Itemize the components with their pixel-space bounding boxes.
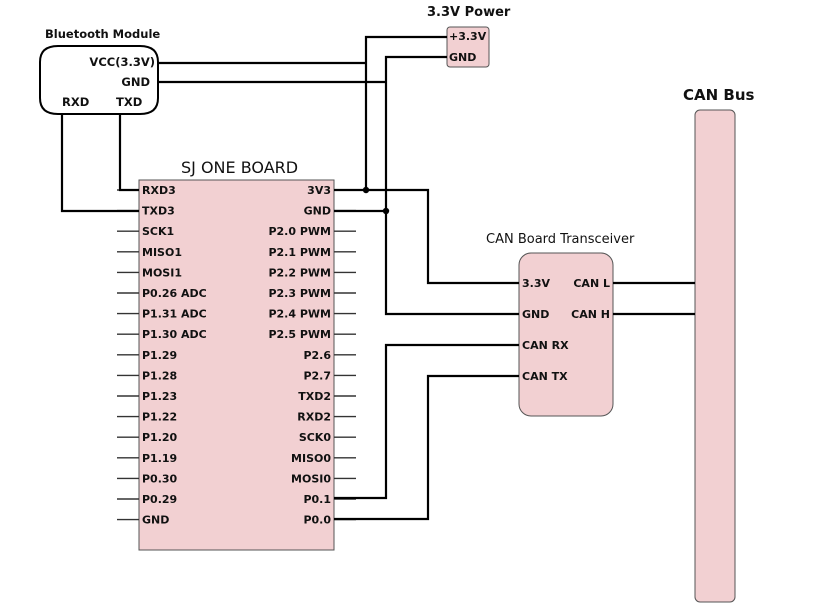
bluetooth-pin-rxd: RXD bbox=[62, 95, 89, 109]
sjone-right-pin-p0-1: P0.1 bbox=[303, 493, 331, 506]
wire-p00-cantx bbox=[334, 374, 519, 521]
sjone-right-pin-rxd2: RXD2 bbox=[297, 411, 331, 424]
sjone-left-pin-p1-29: P1.29 bbox=[142, 349, 177, 362]
wires bbox=[60, 35, 695, 521]
transceiver-title: CAN Board Transceiver bbox=[486, 232, 635, 247]
sjone-right-pin-p2-2-pwm: P2.2 PWM bbox=[268, 266, 331, 279]
transceiver-left-pins: 3.3V GND CAN RX CAN TX bbox=[511, 277, 569, 383]
sjone-left-pin-rxd3: RXD3 bbox=[142, 184, 176, 197]
sjone-title: SJ ONE BOARD bbox=[181, 158, 298, 177]
canbus-title: CAN Bus bbox=[683, 86, 755, 104]
junction-dot bbox=[362, 186, 370, 194]
bluetooth-module-box bbox=[39, 45, 159, 115]
transceiver-left-pin-gnd: GND bbox=[522, 308, 549, 321]
sjone-right-pin-sck0: SCK0 bbox=[299, 431, 332, 444]
sjone-left-pin-gnd: GND bbox=[142, 514, 169, 527]
bluetooth-pin-vcc: VCC(3.3V) bbox=[89, 55, 155, 69]
sjone-left-pin-p1-28: P1.28 bbox=[142, 369, 177, 382]
transceiver-box bbox=[518, 252, 614, 417]
wire-p01-canrx bbox=[334, 343, 519, 500]
sjone-board-box bbox=[138, 179, 335, 551]
wire-3v3-transceiver bbox=[334, 188, 519, 285]
sjone-left-pin-p1-23: P1.23 bbox=[142, 390, 177, 403]
transceiver-left-pin-3-3v: 3.3V bbox=[522, 277, 550, 290]
sjone-right-pin-3v3: 3V3 bbox=[307, 184, 331, 197]
sjone-right-pin-p2-0-pwm: P2.0 PWM bbox=[268, 225, 331, 238]
transceiver-right-pins: CAN L CAN H bbox=[571, 277, 621, 321]
wire-bt-rxd-txd3 bbox=[60, 114, 139, 213]
sjone-right-pin-txd2: TXD2 bbox=[298, 390, 331, 403]
sjone-right-pin-mosi0: MOSI0 bbox=[291, 472, 331, 485]
wire-3v3-supply bbox=[364, 35, 447, 190]
sjone-left-pin-p1-22: P1.22 bbox=[142, 411, 177, 424]
sjone-right-pin-p2-4-pwm: P2.4 PWM bbox=[268, 308, 331, 321]
wire-gnd-transceiver bbox=[334, 209, 519, 316]
power-pin-plus: +3.3V bbox=[449, 30, 487, 43]
canbus-bar bbox=[694, 109, 736, 603]
sjone-left-pin-p1-19: P1.19 bbox=[142, 452, 177, 465]
sjone-right-pin-gnd: GND bbox=[304, 205, 331, 218]
transceiver-right-pin-can-l: CAN L bbox=[573, 277, 610, 290]
sjone-left-pin-miso1: MISO1 bbox=[142, 246, 182, 259]
sjone-left-pin-p1-31-adc: P1.31 ADC bbox=[142, 308, 207, 321]
sjone-left-pin-p1-30-adc: P1.30 ADC bbox=[142, 328, 207, 341]
wire-bt-txd-rxd3 bbox=[118, 114, 139, 192]
sjone-left-pin-txd3: TXD3 bbox=[142, 205, 175, 218]
power-pin-gnd: GND bbox=[449, 51, 476, 64]
sjone-right-pin-miso0: MISO0 bbox=[291, 452, 331, 465]
sjone-right-pin-p2-5-pwm: P2.5 PWM bbox=[268, 328, 331, 341]
sjone-left-pin-sck1: SCK1 bbox=[142, 225, 174, 238]
sjone-right-pin-p2-6: P2.6 bbox=[303, 349, 331, 362]
power-box bbox=[446, 26, 490, 68]
bluetooth-pin-txd: TXD bbox=[116, 95, 142, 109]
transceiver-left-pin-can-rx: CAN RX bbox=[522, 339, 569, 352]
sjone-left-pin-p1-20: P1.20 bbox=[142, 431, 178, 444]
sjone-left-pin-mosi1: MOSI1 bbox=[142, 266, 182, 279]
power-title: 3.3V Power bbox=[427, 5, 511, 20]
sjone-left-pin-p0-29: P0.29 bbox=[142, 493, 177, 506]
sjone-right-pin-p2-7: P2.7 bbox=[303, 369, 331, 382]
transceiver-left-pin-can-tx: CAN TX bbox=[522, 370, 568, 383]
sjone-left-pin-p0-26-adc: P0.26 ADC bbox=[142, 287, 207, 300]
sjone-right-pin-p2-1-pwm: P2.1 PWM bbox=[268, 246, 331, 259]
sjone-right-pin-p2-3-pwm: P2.3 PWM bbox=[268, 287, 331, 300]
junction-dot bbox=[382, 207, 390, 215]
sjone-left-pin-p0-30: P0.30 bbox=[142, 472, 178, 485]
wire-gnd-supply bbox=[384, 55, 447, 211]
transceiver-right-pin-can-h: CAN H bbox=[571, 308, 610, 321]
bluetooth-module-title: Bluetooth Module bbox=[45, 27, 160, 41]
bluetooth-pin-gnd: GND bbox=[121, 75, 150, 89]
sjone-right-pin-p0-0: P0.0 bbox=[303, 514, 331, 527]
